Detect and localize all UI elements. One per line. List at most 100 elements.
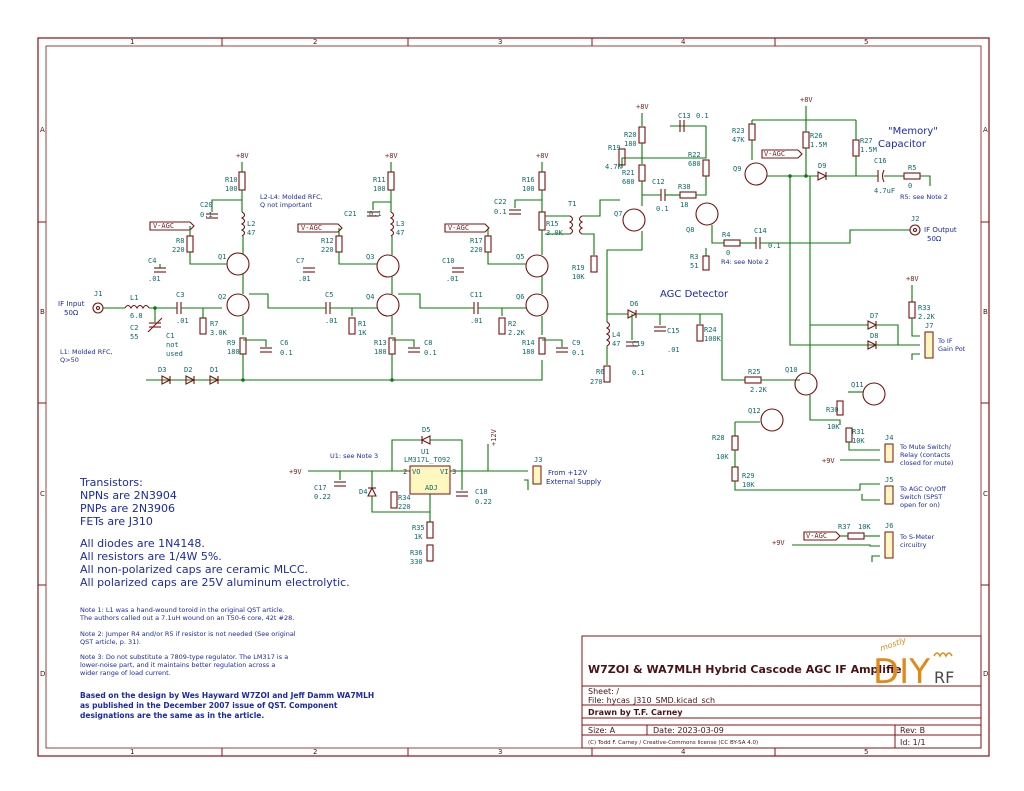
j6-label-1: To S-Meter (899, 533, 935, 541)
j3-label-1: From +12V (548, 469, 587, 477)
transistors-pnp: PNPs are 2N3906 (80, 502, 175, 515)
c15-value: .01 (667, 346, 680, 354)
c10-ref: C10 (442, 257, 455, 265)
d8-ref: D8 (870, 332, 878, 340)
j2-ref: J2 (911, 215, 919, 223)
j4-ref: J4 (885, 434, 893, 442)
v-agc-tag-1: V-AGC (153, 222, 174, 230)
q7-ref: Q7 (614, 210, 622, 218)
r19-value: 10K (572, 273, 585, 281)
d2-ref: D2 (184, 366, 192, 374)
r27-value: 1.5M (860, 146, 877, 154)
r15-value: 3.0K (546, 229, 564, 237)
r28-value: 10K (716, 453, 729, 461)
r1-value: 1K (358, 329, 367, 337)
plus9v-1: +9V (289, 468, 302, 476)
r3-value: 51 (690, 262, 698, 270)
note1-line2: The authors called out a 7.1uH wound on … (79, 614, 294, 622)
r19-ref: R19 (572, 264, 585, 272)
r7-ref: R7 (210, 320, 218, 328)
row-label-b: B (40, 308, 45, 316)
plus8v-3: +8V (536, 152, 549, 160)
c5-ref: C5 (325, 291, 333, 299)
r5-ref: R5 (908, 164, 916, 172)
credit-line3: designations are the same as in the arti… (80, 711, 264, 720)
r4-note: R4: see Note 2 (721, 258, 769, 266)
r31-ref: R31 (852, 428, 865, 436)
c19-ref: C19 (632, 340, 645, 348)
q5-ref: Q5 (516, 253, 524, 261)
r16-ref: R16 (522, 176, 535, 184)
r4-value: 0 (726, 249, 730, 257)
c7-ref: C7 (296, 257, 304, 265)
note-diodes: All diodes are 1N4148. (80, 537, 205, 550)
transistors-npn: NPNs are 2N3904 (80, 489, 177, 502)
c20-ref: C20 (200, 201, 213, 209)
r33-ref: R33 (918, 304, 931, 312)
title-text: W7ZOI & WA7MLH Hybrid Cascode AGC IF Amp… (588, 663, 902, 676)
c8-ref: C8 (424, 339, 432, 347)
logo-wave-icon (933, 652, 953, 658)
r14-value: 180 (522, 348, 535, 356)
title-block: W7ZOI & WA7MLH Hybrid Cascode AGC IF Amp… (581, 635, 982, 749)
c5-value: .01 (325, 317, 338, 325)
if-input-impedance: 50Ω (64, 309, 79, 317)
c19-value: 0.1 (632, 369, 645, 377)
row-label-a-right: A (983, 126, 988, 134)
c3-ref: C3 (176, 291, 184, 299)
v-agc-tag-3: V-AGC (448, 224, 469, 232)
row-label-c: C (40, 490, 45, 498)
r18-ref: R19 (608, 144, 621, 152)
r13-value: 180 (374, 348, 387, 356)
d5-ref: D5 (422, 426, 430, 434)
r33-value: 2.2K (918, 313, 936, 321)
r21-value: 680 (622, 178, 635, 186)
c1-value-2: used (166, 350, 183, 358)
note-caps: All non-polarized caps are ceramic MLCC. (80, 563, 308, 576)
note-polarized-caps: All polarized caps are 25V aluminum elec… (80, 576, 350, 589)
q2-ref: Q2 (218, 293, 226, 301)
r3-ref: R3 (690, 253, 698, 261)
license-text: (C) Todd F. Carney / Creative-Commons li… (588, 740, 758, 746)
r38-value: 18 (680, 201, 688, 209)
plus9v-3: +9V (772, 539, 785, 547)
c8-value: 0.1 (424, 349, 437, 357)
r14-ref: R14 (522, 339, 535, 347)
r8-ref: R8 (176, 237, 184, 245)
r2-value: 2.2K (508, 329, 526, 337)
col-label-1-bottom: 1 (130, 748, 134, 756)
c1-value-1: not (166, 341, 179, 349)
if-input-label: IF Input (58, 300, 85, 308)
credit-line2: as published in the December 2007 issue … (80, 701, 338, 710)
col-label-2: 2 (313, 38, 317, 46)
j3-label-2: External Supply (546, 478, 601, 486)
j7-label-1: To IF (937, 337, 953, 345)
row-label-a: A (40, 126, 45, 134)
r17-ref: R17 (470, 237, 483, 245)
l1-ref: L1 (130, 294, 138, 302)
input-stage: J1 IF Input 50Ω L1 6.8 C2 55 C3 .01 C1 n… (58, 290, 228, 364)
r6-ref: R6 (596, 368, 604, 376)
r31-value: 10K (852, 437, 865, 445)
l1-note-2: Q>50 (60, 356, 79, 364)
notes-block: Transistors: NPNs are 2N3904 PNPs are 2N… (79, 476, 374, 720)
r35-value: 1K (414, 533, 423, 541)
r6-value: 270 (590, 378, 603, 386)
r30-value: 10K (827, 423, 840, 431)
r22-value: 680 (688, 160, 701, 168)
c17-ref: C17 (314, 484, 327, 492)
r37-ref: R37 (838, 523, 851, 531)
r11-value: 100 (373, 185, 386, 193)
l3-ref: L3 (396, 220, 404, 228)
r8-value: 220 (172, 246, 185, 254)
col-label-3: 3 (498, 38, 502, 46)
if-output-impedance: 50Ω (927, 235, 942, 243)
u1-note: U1: see Note 3 (330, 452, 378, 460)
c11-ref: C11 (470, 291, 483, 299)
q3-ref: Q3 (366, 253, 374, 261)
row-label-d-right: D (983, 670, 988, 678)
r24-value: 100K (704, 335, 722, 343)
r12-value: 220 (321, 246, 334, 254)
note1-line1: Note 1: L1 was a hand-wound toroid in th… (80, 606, 285, 614)
l2-value: 47 (247, 229, 255, 237)
